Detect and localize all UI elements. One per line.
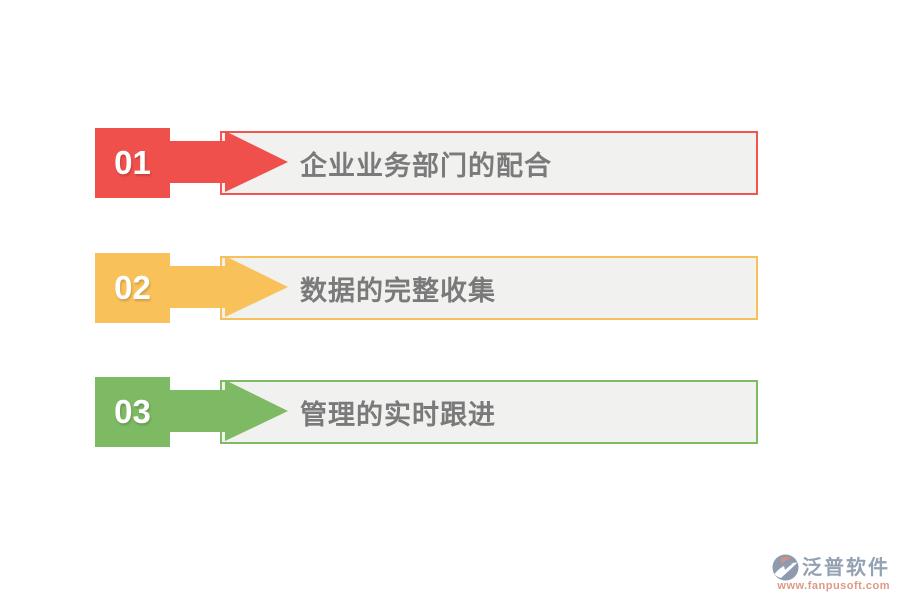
arrow-right-icon <box>163 131 288 192</box>
brand-row: 泛普软件 <box>772 554 890 581</box>
step-number: 03 <box>114 393 151 430</box>
brand-name: 泛普软件 <box>802 556 890 579</box>
step-label: 企业业务部门的配合 <box>300 150 552 181</box>
step-label: 管理的实时跟进 <box>300 399 496 430</box>
arrow-right-icon <box>163 256 288 317</box>
step-number-badge: 01 <box>95 128 170 198</box>
arrow-right-icon <box>163 380 288 441</box>
step-number: 01 <box>114 144 151 181</box>
step-row-3: 03 管理的实时跟进 <box>95 377 758 447</box>
fanpu-logo-icon <box>772 554 799 581</box>
step-label: 数据的完整收集 <box>300 275 496 306</box>
step-label-box: 管理的实时跟进 <box>220 380 758 444</box>
step-number-badge: 02 <box>95 253 170 323</box>
step-number-badge: 03 <box>95 377 170 447</box>
step-number: 02 <box>114 269 151 306</box>
watermark: 泛普软件 www.fanpusoft.com <box>772 554 890 592</box>
step-label-box: 数据的完整收集 <box>220 256 758 320</box>
step-row-2: 02 数据的完整收集 <box>95 253 758 323</box>
step-label-box: 企业业务部门的配合 <box>220 131 758 195</box>
brand-url: www.fanpusoft.com <box>777 580 890 592</box>
step-row-1: 01 企业业务部门的配合 <box>95 128 758 198</box>
